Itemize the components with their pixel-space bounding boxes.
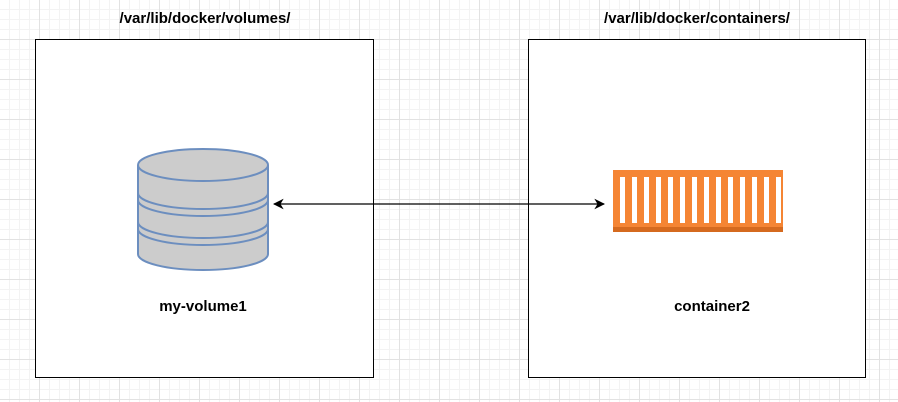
container-name-label: container2 [674, 298, 750, 315]
volume-name-label: my-volume1 [159, 298, 247, 315]
volumes-path-label: /var/lib/docker/volumes/ [119, 10, 291, 27]
container-icon [613, 170, 783, 232]
containers-path-label: /var/lib/docker/containers/ [604, 10, 790, 27]
database-icon [137, 148, 269, 271]
